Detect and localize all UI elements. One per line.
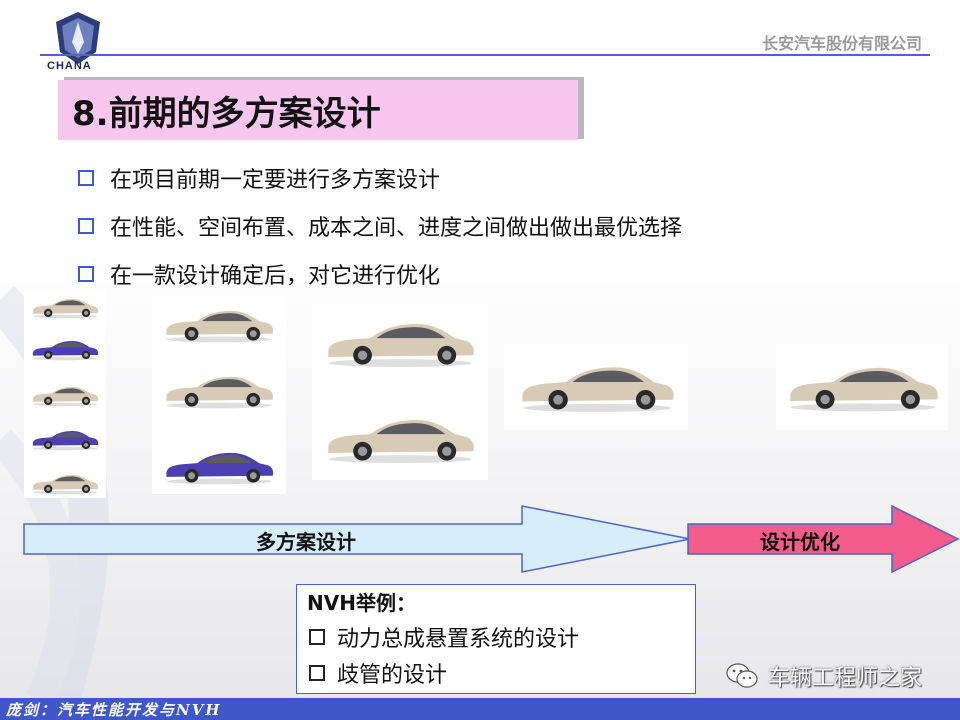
bullet-item: 在项目前期一定要进行多方案设计 [78,162,440,194]
wechat-icon [726,663,758,688]
car-image [160,446,278,486]
nvh-item: 歧管的设计 [309,657,447,689]
watermark-text: 车辆工程师之家 [768,666,923,691]
nvh-example-box: NVH举例： 动力总成悬置系统的设计 歧管的设计 [296,584,696,694]
checkbox-icon [309,665,325,681]
optimize-arrow [687,504,960,574]
checkbox-icon [309,629,325,645]
checkbox-icon [78,266,94,282]
car-image [30,294,100,320]
bullet-text: 在项目前期一定要进行多方案设计 [110,168,441,193]
nvh-item: 动力总成悬置系统的设计 [309,621,579,653]
chana-logo-icon [56,12,100,64]
car-image [160,304,278,344]
nvh-item-text: 歧管的设计 [337,663,448,688]
nvh-item-text: 动力总成悬置系统的设计 [337,627,580,652]
slide-title: 8.前期的多方案设计 [72,94,381,134]
watermark: 车辆工程师之家 [726,660,922,692]
car-image [30,336,100,362]
multi-design-arrow [23,505,691,573]
checkbox-icon [78,218,94,234]
car-photo-column-1 [24,290,106,498]
company-name: 长安汽车股份有限公司 [761,36,922,53]
bullet-text: 在一款设计确定后，对它进行优化 [110,264,441,289]
multi-design-label: 多方案设计 [256,530,356,554]
car-image [322,410,478,466]
car-photo-column-3 [312,304,488,480]
car-image [516,356,678,416]
car-photo-column-4 [504,344,688,430]
car-image [30,382,100,408]
checkbox-icon [78,170,94,186]
car-image [784,356,942,416]
footer-bar: 庞剑：汽车性能开发与NVH [0,698,960,720]
car-image [322,314,478,370]
car-image [30,470,100,496]
car-photo-optimized [776,344,948,430]
footer-text: 庞剑：汽车性能开发与NVH [6,701,222,719]
optimize-label: 设计优化 [760,530,840,554]
car-image [160,370,278,410]
logo-text: CHANA [47,60,92,72]
title-box [58,80,578,140]
bullet-item: 在性能、空间布置、成本之间、进度之间做出做出最优选择 [78,210,682,242]
bullet-item: 在一款设计确定后，对它进行优化 [78,258,440,290]
bullet-text: 在性能、空间布置、成本之间、进度之间做出做出最优选择 [110,216,683,241]
header-divider [40,54,930,56]
car-image [30,426,100,452]
car-photo-column-2 [152,296,286,494]
nvh-title: NVH举例： [307,591,416,615]
